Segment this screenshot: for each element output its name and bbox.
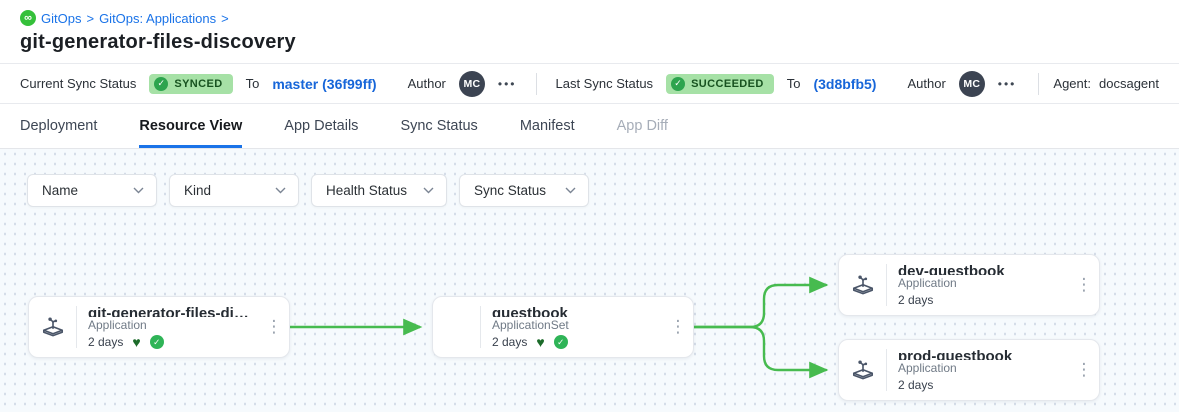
check-circle-icon: ✓ [154,76,169,91]
filter-kind-label: Kind [184,183,212,198]
last-sync-badge-text: SUCCEEDED [691,77,764,90]
application-icon [852,275,873,295]
node-prod-guestbook[interactable]: prod-guestbook Application 2 days ⋮ [838,339,1100,401]
current-sync-status-badge: ✓ SYNCED [149,73,233,94]
filter-name-dropdown[interactable]: Name [27,174,157,207]
breadcrumb-separator: > [86,10,95,26]
page-header: ∞ GitOps > GitOps: Applications > git-ge… [0,0,1179,64]
last-sync-revision-link[interactable]: (3d8bfb5) [813,75,877,92]
health-heart-icon: ♥ [132,334,141,350]
last-sync-label: Last Sync Status [555,76,654,91]
node-kind: ApplicationSet [492,318,569,332]
application-icon [42,317,63,337]
applicationset-icon [433,297,480,357]
sync-check-icon: ✓ [553,335,568,349]
current-sync-revision-link[interactable]: master (36f99ff) [272,75,377,92]
tab-app-details[interactable]: App Details [284,118,359,134]
node-dev-guestbook[interactable]: dev-guestbook Application 2 days ⋮ [838,254,1100,316]
breadcrumb: ∞ GitOps > GitOps: Applications > [20,10,1159,26]
node-kind: Application [898,361,957,375]
breadcrumb-gitops[interactable]: GitOps [41,10,82,26]
tab-manifest[interactable]: Manifest [519,118,575,134]
edge-guestbook-to-prod [692,325,829,379]
node-title: guestbook [492,305,568,317]
node-kind: Application [898,276,957,290]
health-heart-icon: ♥ [536,334,545,350]
divider [480,306,481,348]
node-kebab-menu[interactable]: ⋮ [669,317,687,336]
last-sync-more-menu[interactable]: ••• [997,76,1017,91]
divider [76,306,77,348]
node-title: prod-guestbook [898,348,1013,360]
current-sync-label: Current Sync Status [20,76,137,91]
filter-sync-status-dropdown[interactable]: Sync Status [459,174,589,207]
filter-bar: Name Kind Health Status Sync Status [27,174,589,207]
last-sync-status-badge: ✓ SUCCEEDED [666,73,774,94]
current-sync-more-menu[interactable]: ••• [497,76,517,91]
resource-graph-canvas: Name Kind Health Status Sync Status [0,149,1179,412]
current-author-label: Author [407,76,446,91]
node-age: 2 days [898,293,934,307]
gitops-logo-icon: ∞ [20,10,36,26]
current-sync-badge-text: SYNCED [174,77,223,90]
current-author-avatar: MC [458,70,485,97]
tab-resource-view[interactable]: Resource View [139,104,243,148]
node-age: 2 days [492,335,528,349]
divider [886,264,887,306]
divider [535,72,537,95]
node-git-generator-files-discovery[interactable]: git-generator-files-disco... Application… [28,296,290,358]
tab-bar: Deployment Resource View App Details Syn… [0,104,1179,149]
node-age: 2 days [88,335,124,349]
edge-guestbook-to-dev [692,276,829,329]
chevron-down-icon [565,187,576,194]
chevron-down-icon [423,187,434,194]
sync-status-bar: Current Sync Status ✓ SYNCED To master (… [0,64,1179,104]
node-kebab-menu[interactable]: ⋮ [1075,360,1093,379]
node-title: git-generator-files-disco... [88,305,255,317]
check-circle-icon: ✓ [671,76,686,91]
filter-health-status-label: Health Status [326,183,408,198]
node-title: dev-guestbook [898,263,1005,275]
breadcrumb-applications[interactable]: GitOps: Applications [99,10,217,26]
tab-sync-status[interactable]: Sync Status [400,118,478,134]
last-author-avatar: MC [958,70,985,97]
chevron-down-icon [275,187,286,194]
application-icon [852,360,873,380]
last-author-label: Author [907,76,946,91]
node-age: 2 days [898,378,934,392]
breadcrumb-separator: > [221,10,229,26]
divider [886,349,887,391]
filter-kind-dropdown[interactable]: Kind [169,174,299,207]
node-kebab-menu[interactable]: ⋮ [265,317,283,336]
filter-name-label: Name [42,183,79,198]
divider [1038,72,1040,95]
last-sync-to-label: To [786,76,801,91]
filter-sync-status-label: Sync Status [474,183,547,198]
node-kind: Application [88,318,147,332]
node-guestbook[interactable]: guestbook ApplicationSet 2 days ♥ ✓ ⋮ [432,296,694,358]
current-sync-to-label: To [245,76,260,91]
page-title: git-generator-files-discovery [20,31,296,53]
tab-deployment[interactable]: Deployment [20,118,98,134]
tab-app-diff: App Diff [616,118,668,134]
sync-check-icon: ✓ [149,335,164,349]
agent-label: Agent: [1053,76,1091,91]
node-kebab-menu[interactable]: ⋮ [1075,275,1093,294]
filter-health-status-dropdown[interactable]: Health Status [311,174,447,207]
agent-value: docsagent [1099,76,1159,91]
chevron-down-icon [133,187,144,194]
